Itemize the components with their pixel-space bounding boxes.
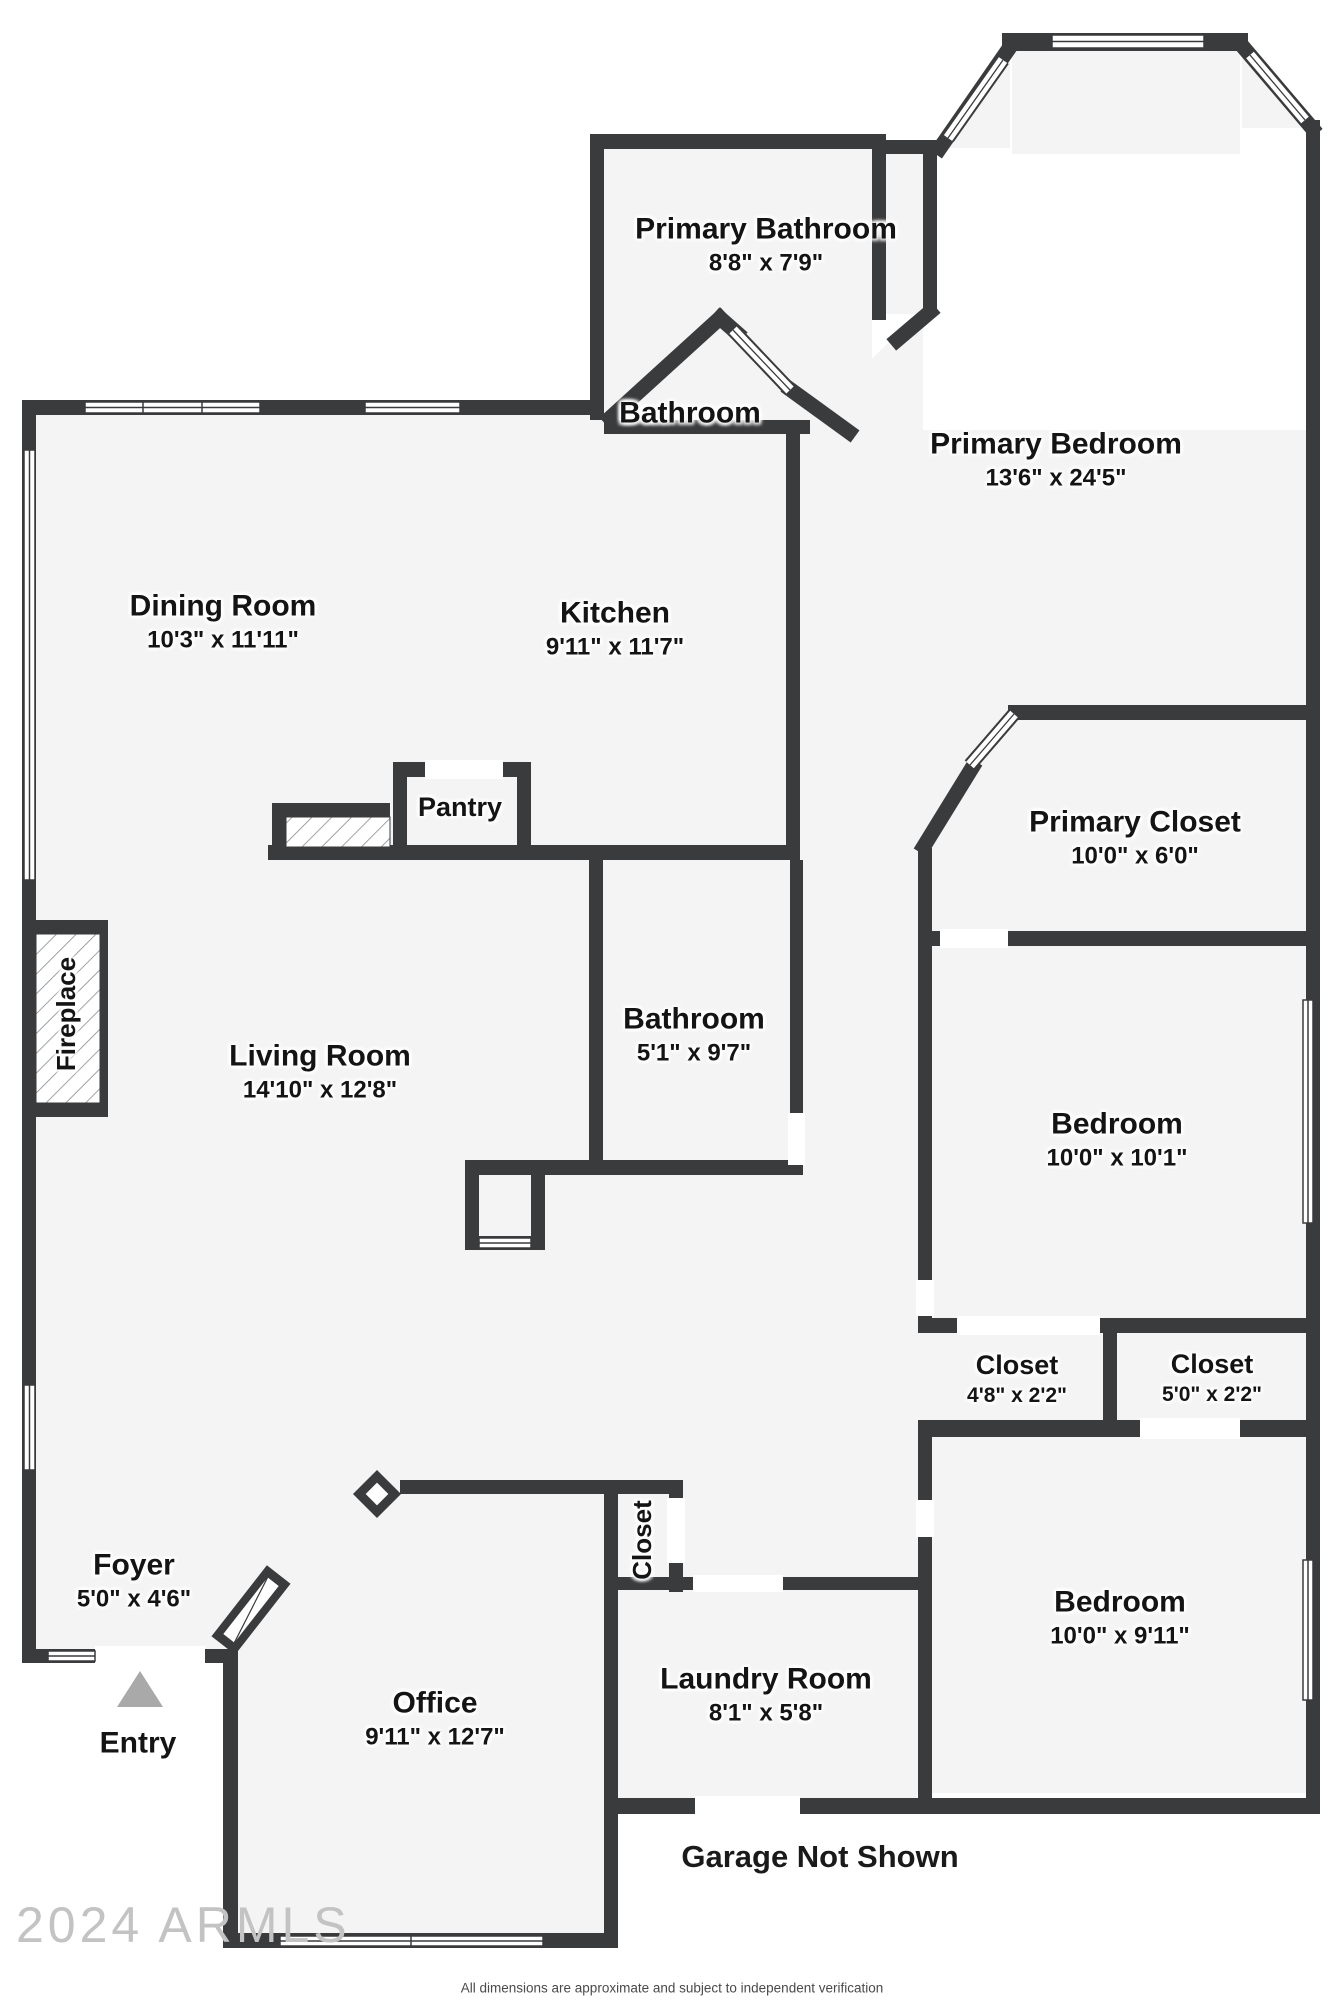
disclaimer-text: All dimensions are approximate and subje… [460, 1980, 884, 1996]
room-label-laundry-room: Laundry Room 8'1" x 5'8" [660, 1662, 872, 1726]
garage-note: Garage Not Shown [681, 1839, 959, 1874]
room-label-entry: Entry [99, 1726, 177, 1760]
room-label-pantry: Pantry [417, 792, 503, 823]
room-label-bedroom-right: Bedroom 10'0" x 10'1" [1046, 1107, 1188, 1171]
room-label-kitchen: Kitchen 9'11" x 11'7" [545, 596, 685, 660]
fireplace-box [28, 920, 108, 1117]
door-openings [95, 760, 1240, 1816]
diagonal-windows [727, 50, 1311, 770]
room-label-fireplace: Fireplace [50, 956, 81, 1072]
room-label-primary-bedroom: Primary Bedroom 13'6" x 24'5" [930, 427, 1182, 491]
room-label-bedroom-2: Bedroom 10'0" x 9'11" [1050, 1585, 1190, 1649]
door-leaf-foyer-office [211, 1565, 291, 1655]
kitchen-counter-hatch [285, 816, 391, 848]
room-label-closet-2: Closet 5'0" x 2'2" [1162, 1349, 1262, 1406]
entry-arrow-icon [117, 1671, 163, 1707]
armls-watermark: 2024 ARMLS [16, 1897, 351, 1953]
room-label-closet-hall: Closet [626, 1500, 657, 1580]
room-label-foyer: Foyer 5'0" x 4'6" [76, 1548, 192, 1612]
windows [23, 34, 1314, 1947]
room-label-primary-closet: Primary Closet 10'0" x 6'0" [1029, 805, 1241, 869]
room-label-living-room: Living Room 14'10" x 12'8" [229, 1039, 411, 1103]
room-label-dining-room: Dining Room 10'3" x 11'11" [129, 589, 317, 653]
room-label-office: Office 9'11" x 12'7" [365, 1686, 505, 1750]
room-label-bathroom-top: Bathroom [619, 396, 761, 430]
room-label-bathroom-mid: Bathroom 5'1" x 9'7" [623, 1002, 765, 1066]
room-label-closet-1: Closet 4'8" x 2'2" [967, 1350, 1067, 1407]
room-label-primary-bathroom: Primary Bathroom 8'8" x 7'9" [635, 212, 897, 276]
